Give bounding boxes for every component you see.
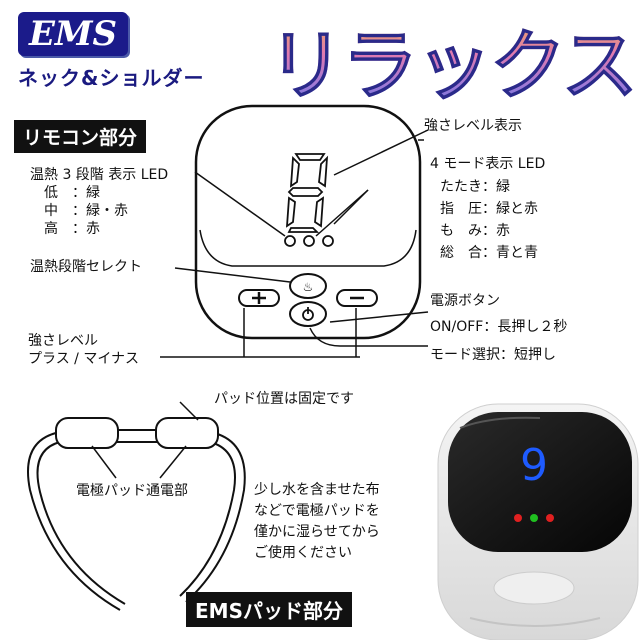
photo-led-green bbox=[530, 514, 538, 522]
led-3 bbox=[322, 235, 334, 247]
remote-section-label: リモコン部分 bbox=[14, 120, 147, 153]
pad-leader-lines bbox=[91, 401, 199, 479]
pad-fixed-note: パッド位置は固定です bbox=[214, 391, 354, 407]
photo-led-red bbox=[514, 514, 522, 522]
ems-logo: EMS bbox=[18, 12, 128, 56]
left-electrode-pad bbox=[55, 417, 119, 449]
electrode-label: 電極パッド通電部 bbox=[76, 483, 188, 499]
logo-text: EMS bbox=[28, 14, 118, 54]
strength-label-2: プラス / マイナス bbox=[28, 351, 140, 367]
heat-select-label: 温熱段階セレクト bbox=[30, 259, 142, 275]
heat-level-list: 低 ：緑 中 ：緑・赤 高 ：赤 bbox=[44, 184, 128, 238]
instruction-line: 少し水を含ませた布 bbox=[254, 482, 380, 498]
leader-lines bbox=[160, 129, 429, 358]
led-2 bbox=[303, 235, 315, 247]
instruction-line: ご使用ください bbox=[254, 545, 352, 561]
heat-button bbox=[289, 273, 327, 299]
heat-icon: ♨ bbox=[303, 280, 314, 294]
photo-button bbox=[493, 571, 575, 605]
instruction-line: などで電極パッドを bbox=[254, 503, 380, 519]
strength-label-1: 強さレベル bbox=[28, 333, 98, 349]
heat-level-item: 低 ：緑 bbox=[44, 185, 100, 201]
remote-diagram: ♨ bbox=[160, 104, 429, 358]
mode-list: たたき：緑 指 圧：緑と赤 も み：赤 総 合：青と青 bbox=[440, 176, 538, 264]
mode-led-title: 4 モード表示 LED bbox=[430, 156, 546, 172]
product-photo: 9 bbox=[430, 398, 640, 640]
mode-item: 指 圧：緑と赤 bbox=[440, 201, 538, 217]
pad-cable bbox=[27, 429, 246, 611]
brand-title: リラックス bbox=[268, 4, 639, 114]
photo-display-digit: 9 bbox=[520, 440, 548, 491]
power-onoff-label: ON/OFF：長押し２秒 bbox=[430, 319, 568, 335]
instruction-line: 僅かに湿らせてから bbox=[254, 524, 380, 540]
right-electrode-pad bbox=[155, 417, 219, 449]
seven-segment-icon bbox=[285, 153, 329, 233]
mode-item: 総 合：青と青 bbox=[440, 245, 538, 261]
power-mode-label: モード選択：短押し bbox=[430, 347, 556, 363]
pad-section-label: EMSパッド部分 bbox=[186, 592, 352, 627]
pad-instructions: 少し水を含ませた布 などで電極パッドを 僅かに湿らせてから ご使用ください bbox=[254, 480, 380, 564]
strength-display-label: 強さレベル表示 bbox=[424, 118, 522, 134]
remote-body bbox=[194, 104, 422, 340]
mode-item: も み：赤 bbox=[440, 223, 510, 239]
led-1 bbox=[284, 235, 296, 247]
pad-diagram bbox=[27, 401, 246, 611]
heat-led-title: 温熱 3 段階 表示 LED bbox=[30, 167, 169, 183]
power-title: 電源ボタン bbox=[430, 293, 500, 309]
subtitle: ネック&ショルダー bbox=[18, 66, 205, 90]
photo-led-red-2 bbox=[546, 514, 554, 522]
mode-item: たたき：緑 bbox=[440, 179, 510, 195]
remote-face-edge bbox=[199, 229, 417, 267]
heat-level-item: 高 ：赤 bbox=[44, 221, 100, 237]
heat-level-item: 中 ：緑・赤 bbox=[44, 203, 128, 219]
